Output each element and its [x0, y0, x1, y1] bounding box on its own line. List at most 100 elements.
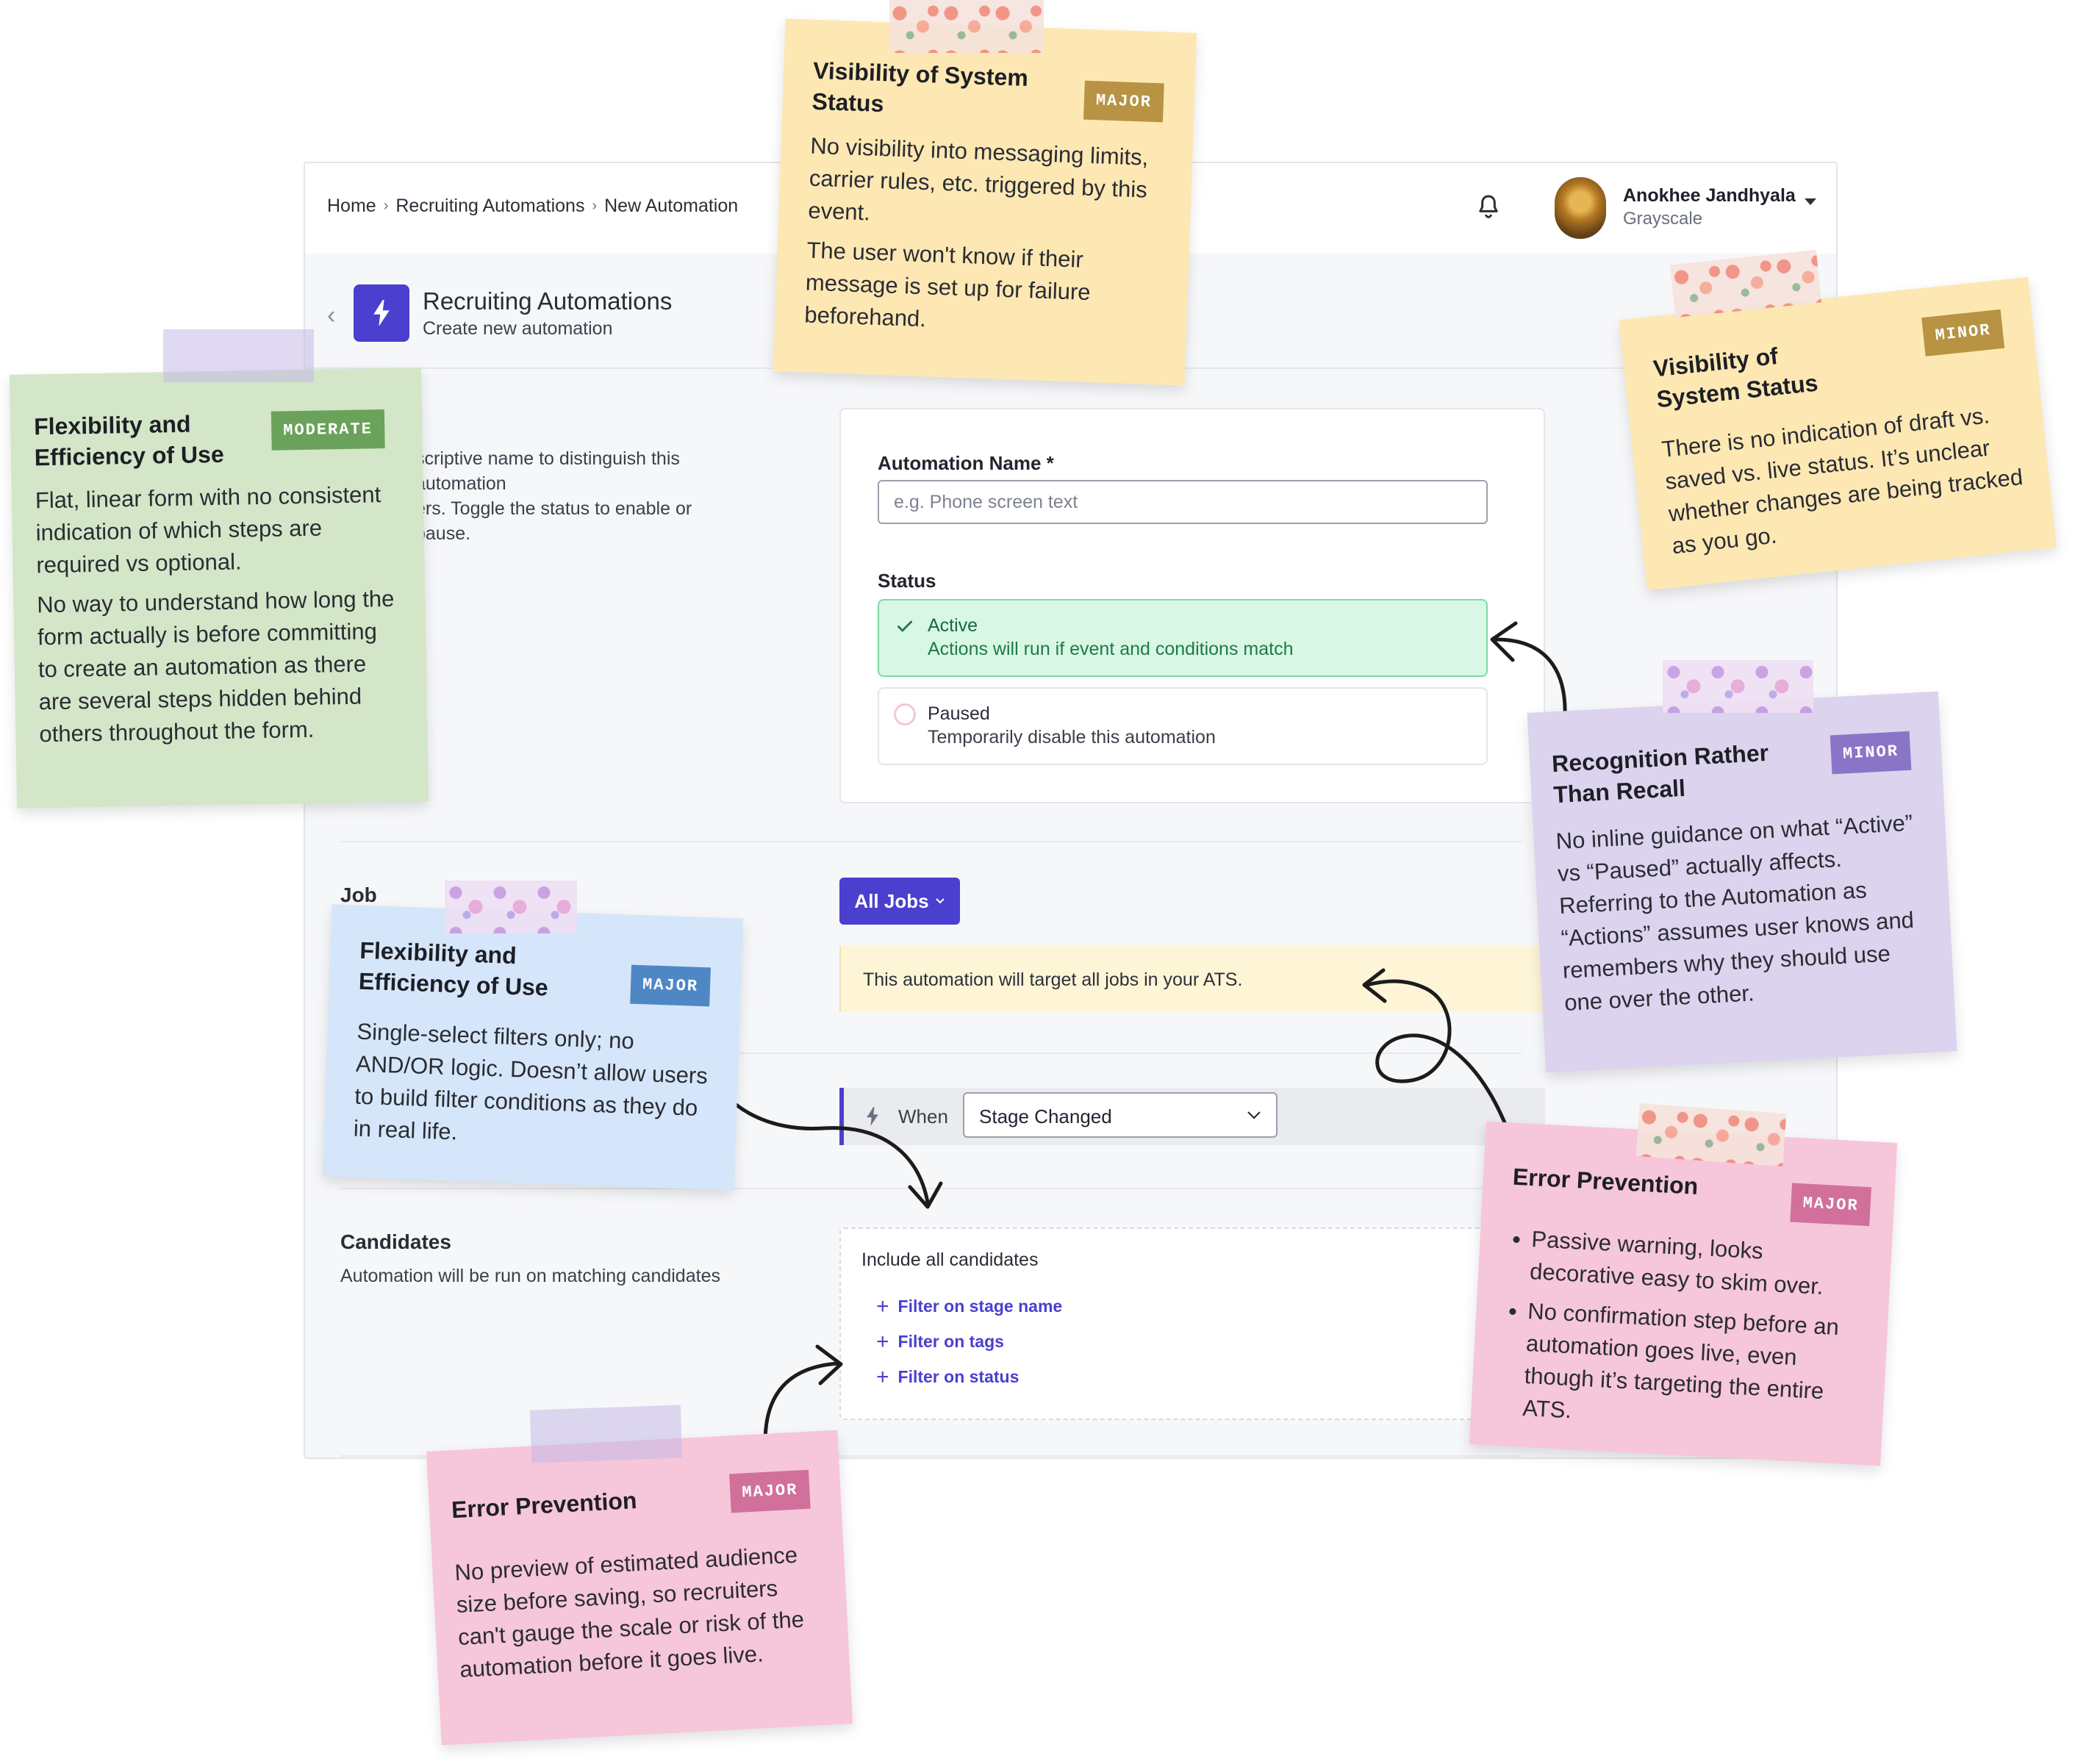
note-title-line: Efficiency of Use [358, 967, 549, 1001]
note-title: Visibility of System Status [811, 55, 1029, 124]
page-title: Recruiting Automations [423, 287, 673, 315]
note-paragraph: The user won't know if their message is … [803, 237, 1092, 332]
filter-link-label: Filter on stage name [897, 1297, 1063, 1316]
note-paragraph: Flat, linear form with no consistent ind… [35, 481, 381, 578]
severity-badge: MAJOR [1790, 1183, 1871, 1227]
note-flexibility-efficiency-moderate: Flexibility and Efficiency of Use MODERA… [9, 368, 429, 808]
automation-name-input[interactable] [878, 480, 1488, 524]
trigger-event-value: Stage Changed [979, 1105, 1112, 1127]
when-trigger-row: When Stage Changed [839, 1088, 1545, 1145]
floral-tape [1663, 660, 1813, 713]
severity-badge: MINOR [1830, 731, 1912, 775]
note-visibility-system-status-major: Visibility of System Status MAJOR No vis… [773, 18, 1197, 386]
filter-link-label: Filter on status [897, 1367, 1020, 1386]
job-section-label: Job [340, 883, 377, 906]
note-body: No visibility into messaging limits, car… [803, 130, 1156, 351]
target-warning-text: This automation will target all jobs in … [863, 969, 1243, 990]
automation-bolt-icon [354, 284, 409, 342]
note-body: There is no indication of draft vs. save… [1660, 396, 2033, 570]
breadcrumb-home[interactable]: Home [327, 196, 376, 216]
chevron-down-icon[interactable] [1805, 198, 1816, 205]
all-jobs-dropdown[interactable]: All Jobs [839, 878, 960, 925]
severity-badge: MAJOR [729, 1469, 811, 1513]
automation-name-label: Automation Name * [878, 452, 1054, 474]
note-title: Flexibility and Efficiency of Use [358, 935, 550, 1003]
breadcrumb-separator: › [383, 198, 389, 214]
note-title: Recognition Rather Than Recall [1551, 737, 1771, 810]
checkmark-icon [897, 620, 913, 632]
note-error-prevention-bottom: Error Prevention MAJOR No preview of est… [426, 1430, 853, 1746]
note-error-prevention-right: Error Prevention MAJOR Passive warning, … [1469, 1121, 1898, 1466]
section-divider [340, 1188, 1522, 1189]
plus-icon: + [876, 1364, 889, 1389]
when-label: When [898, 1105, 948, 1127]
plus-icon: + [876, 1329, 889, 1354]
filter-status-link[interactable]: + Filter on status [876, 1364, 1020, 1389]
status-option-paused[interactable]: Paused Temporarily disable this automati… [878, 687, 1488, 765]
note-bullet: No confirmation step before an automatio… [1522, 1295, 1866, 1442]
user-name[interactable]: Anokhee Jandhyala [1623, 185, 1796, 206]
user-org: Grayscale [1623, 209, 1703, 229]
status-option-active[interactable]: Active Actions will run if event and con… [878, 599, 1488, 677]
floral-tape [889, 0, 1044, 53]
candidates-section-label: Candidates [340, 1230, 451, 1253]
filter-tags-link[interactable]: + Filter on tags [876, 1329, 1004, 1354]
severity-badge: MODERATE [270, 409, 385, 451]
section-divider [340, 1455, 1522, 1457]
note-body: Single-select filters only; no AND/OR lo… [353, 1016, 710, 1165]
filter-link-label: Filter on tags [897, 1332, 1004, 1351]
note-title: Flexibility and Efficiency of Use [34, 408, 224, 473]
notification-bell-icon[interactable] [1474, 193, 1503, 222]
status-option-title: Active [928, 615, 978, 636]
include-all-candidates-text: Include all candidates [861, 1250, 1039, 1270]
automation-details-card: Automation Name * Status Active Actions … [839, 408, 1545, 803]
page-caption: Create new automation [423, 318, 613, 339]
note-body: No preview of estimated audience size be… [454, 1538, 820, 1693]
note-paragraph: No inline guidance on what “Active” vs “… [1555, 809, 1915, 1016]
severity-badge: MAJOR [630, 964, 711, 1007]
chevron-down-icon [935, 898, 945, 904]
note-paragraph: There is no indication of draft vs. save… [1660, 402, 2024, 559]
breadcrumb-recruiting-automations[interactable]: Recruiting Automations [395, 196, 585, 216]
description-line: scriptive name to distinguish this autom… [415, 448, 680, 494]
name-section-description: scriptive name to distinguish this autom… [415, 446, 739, 546]
filter-stage-name-link[interactable]: + Filter on stage name [876, 1294, 1063, 1319]
plus-icon: + [876, 1294, 889, 1319]
note-recognition-rather-than-recall: Recognition Rather Than Recall MINOR No … [1527, 691, 1957, 1073]
severity-badge: MINOR [1921, 309, 2005, 356]
trigger-event-select[interactable]: Stage Changed [963, 1092, 1278, 1138]
status-option-desc: Temporarily disable this automation [928, 727, 1216, 747]
note-flexibility-efficiency-major: Flexibility and Efficiency of Use MAJOR … [322, 904, 744, 1191]
all-jobs-label: All Jobs [854, 889, 929, 912]
status-option-title: Paused [928, 703, 990, 724]
note-bullet: Passive warning, looks decorative easy t… [1529, 1223, 1870, 1305]
breadcrumb-new-automation: New Automation [604, 196, 739, 216]
note-paragraph: No preview of estimated audience size be… [454, 1541, 805, 1682]
tape [529, 1405, 683, 1463]
candidates-section-description: Automation will be run on matching candi… [340, 1266, 720, 1286]
section-divider [340, 841, 1522, 842]
breadcrumb-separator: › [592, 198, 598, 214]
floral-tape [445, 881, 577, 933]
note-paragraph: Single-select filters only; no AND/OR lo… [353, 1018, 709, 1145]
note-title: Error Prevention [451, 1485, 637, 1525]
note-body: No inline guidance on what “Active” vs “… [1555, 806, 1933, 1027]
section-divider [340, 1053, 1522, 1054]
floral-tape [1635, 1103, 1787, 1166]
breadcrumb: Home › Recruiting Automations › New Auto… [327, 196, 738, 217]
note-title-line: Efficiency of Use [34, 440, 224, 471]
candidate-filters-box: Include all candidates + Filter on stage… [839, 1227, 1545, 1420]
status-option-desc: Actions will run if event and conditions… [928, 639, 1294, 659]
bolt-icon [867, 1107, 878, 1126]
chevron-down-icon [1247, 1111, 1261, 1119]
note-title: Error Prevention [1512, 1161, 1699, 1202]
note-body: Flat, linear form with no consistent ind… [35, 478, 404, 759]
note-title: Visibility of System Status [1652, 337, 1819, 415]
radio-button[interactable] [894, 703, 916, 725]
note-title-line: Flexibility and [33, 410, 191, 440]
target-warning-banner: This automation will target all jobs in … [839, 946, 1545, 1012]
note-title-line: Error Prevention [1512, 1163, 1699, 1200]
note-visibility-system-status-minor: Visibility of System Status MINOR There … [1619, 276, 2057, 591]
back-chevron-icon[interactable]: ‹ [327, 301, 336, 329]
avatar[interactable] [1555, 177, 1606, 239]
